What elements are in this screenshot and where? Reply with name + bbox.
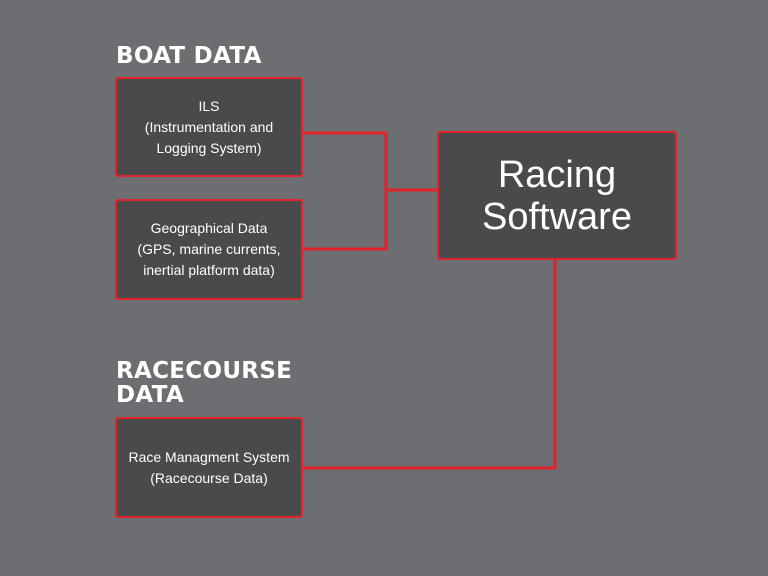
racecourse-heading-line1: RACECOURSE	[116, 358, 293, 384]
ils-desc-line1: (Instrumentation and	[144, 118, 274, 135]
racing-software-box: Racing Software	[437, 131, 677, 260]
racecourse-data-heading: RACECOURSE DATA	[116, 359, 292, 407]
geo-desc-line2: inertial platform data)	[143, 262, 275, 278]
connector-rms	[303, 259, 557, 470]
geographical-data-box: Geographical Data (GPS, marine currents,…	[115, 199, 303, 300]
racing-software-line2: Software	[482, 195, 632, 238]
connector-geo	[303, 190, 388, 251]
boat-data-heading: BOAT DATA	[116, 43, 262, 69]
geo-title: Geographical Data	[150, 220, 268, 236]
geo-desc-line1: (GPS, marine currents,	[137, 241, 281, 257]
racecourse-heading-line2: DATA	[116, 382, 185, 408]
race-management-system-box: Race Managment System (Racecourse Data)	[115, 417, 303, 518]
racing-software-line1: Racing	[497, 153, 617, 196]
ils-title: ILS	[198, 97, 220, 114]
ils-desc-line2: Logging System)	[156, 139, 262, 156]
rms-desc: (Racecourse Data)	[150, 469, 268, 486]
connector-ils	[303, 131, 388, 190]
ils-box: ILS (Instrumentation and Logging System)	[115, 77, 303, 177]
rms-title: Race Managment System	[128, 448, 290, 465]
